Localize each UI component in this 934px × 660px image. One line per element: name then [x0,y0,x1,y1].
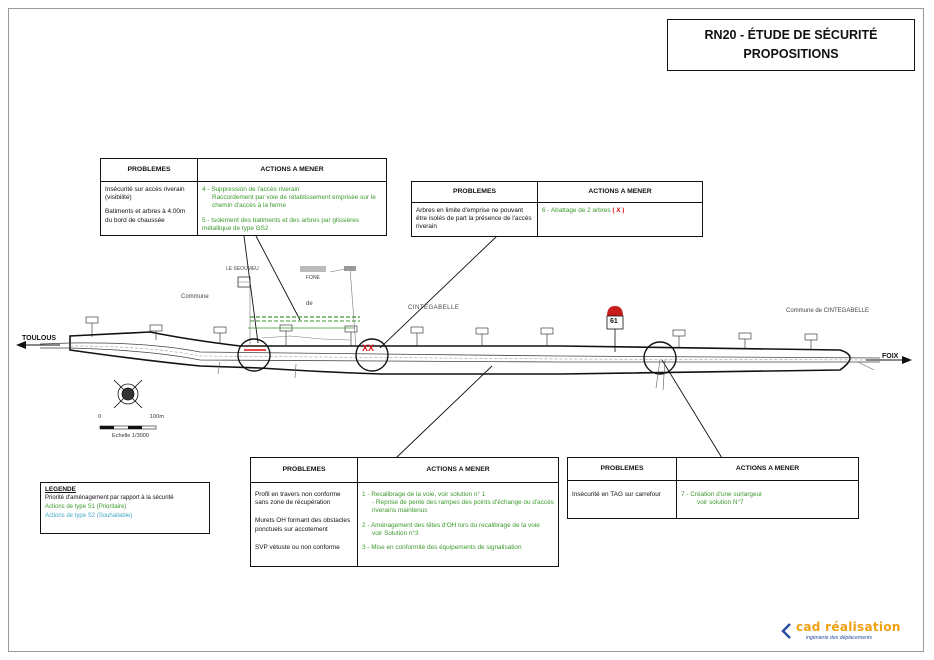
zone-circle-1 [237,338,271,372]
table-3-problem-1: Profil en travers non conforme sans zone… [255,491,341,507]
scale-zero: 0 [98,414,102,420]
table-1-actions-header: ACTIONS A MENER [260,165,324,173]
compass-icon [113,379,143,409]
legend-s1: Actions de type S1 (Prioritaire) [45,504,127,510]
table-3: PROBLEMES ACTIONS A MENER Profil en trav… [250,457,559,567]
zone-circle-2 [355,338,389,372]
company-logo: cad réalisation ingénierie des déplaceme… [776,620,906,644]
place-label-1: LE SEOUMEU [226,266,259,272]
scale-text: Echelle 1/3000 [112,433,150,439]
logo-name: cad réalisation [796,620,901,634]
table-3-action-2-detail: voir Solution n°3 [372,529,419,537]
commune-label: Commune [181,294,209,300]
table-4-problems-header: PROBLEMES [568,458,677,480]
logo-tagline: ingénierie des déplacements [806,635,873,641]
drawing-frame [8,8,924,652]
scale-100: 100m [150,414,164,420]
commune-right-label: Commune de CINTEGABELLE [786,308,870,314]
title-line-2: PROPOSITIONS [743,47,839,61]
table-2-problems-header: PROBLEMES [412,182,538,202]
table-1-action-1: 4 - Suppression de l'accès riverain [202,186,300,193]
table-1-action-1-detail: Raccordement par voie de rétablissement … [212,194,376,210]
table-2: PROBLEMES ACTIONS A MENER Arbres en limi… [411,181,703,237]
road-edge-top [39,342,881,359]
table-4-action-1: 7 - Création d'une surlargeur [681,491,763,498]
legend-title: LEGENDE [45,486,76,493]
leader-line-1 [243,235,259,344]
table-4-action-1-detail: voir solution N°7 [697,499,744,507]
place-label-2: FONE [306,275,320,281]
arrow-right-icon [902,356,912,364]
table-1-action-2: 5 - Isolement des batiments et des arbre… [202,216,359,232]
road-outline [69,331,851,375]
toulouse-label: TOULOUS [22,335,57,342]
legend-priority: Priorité d'aménagement par rapport à la … [45,495,174,501]
table-3-action-3: 3 - Mise en conformité des équipements d… [362,544,522,552]
tree-removal-mark: XX [362,343,374,353]
legend-s2: Actions de type S2 (Souhaitable) [45,513,133,519]
table-2-action-1: 6 - Abattage de 2 arbres [542,207,611,214]
table-4-actions-header: ACTIONS A MENER [735,464,800,472]
title-line-1: RN20 - ÉTUDE DE SÉCURITÉ [704,28,878,42]
logo-chevron-icon [781,623,791,639]
arrow-left-icon [16,341,26,349]
zone-circle-3 [643,341,677,375]
foix-label: FOIX [882,353,899,360]
table-4: PROBLEMES ACTIONS A MENER Insécurité en … [567,457,859,519]
table-2-actions-header: ACTIONS A MENER [588,187,652,195]
table-3-problems-header: PROBLEMES [251,458,358,482]
table-3-action-1-detail: - Reprise de pente des rampes des points… [372,499,554,515]
table-3-action-1: 1 - Recalibrage de la voie, voir solutio… [362,491,486,498]
table-1: PROBLEMES ACTIONS A MENER Insécurité sur… [100,158,387,236]
table-1-problem-2: Batiments et arbres à 4.00m du bord de c… [105,208,186,224]
road-sign-number: 61 [610,318,618,325]
leader-line-3 [395,365,493,459]
leader-line-4 [661,359,723,459]
table-3-problem-2: Murets OH formant des obstacles ponctuel… [255,517,351,533]
commune-de-label: de [306,301,313,307]
table-3-problem-3: SVP vétuste ou non conforme [255,543,340,551]
table-1-problem-1: Insécurité sur accès riverain (visibilit… [105,186,185,202]
table-4-problem-1: Insécurité en TAG sur carrefour [572,491,661,498]
title-block: RN20 - ÉTUDE DE SÉCURITÉ PROPOSITIONS [667,19,915,71]
road-axis [69,345,881,361]
table-2-problem-1: Arbres en limite d'emprise ne pouvant êt… [416,207,532,231]
table-3-actions-header: ACTIONS A MENER [426,465,490,473]
table-2-action-mark: ( X ) [612,207,625,214]
table-1-problems-header: PROBLEMES [101,159,198,181]
road-sign-cap [607,306,623,316]
leader-line-1b [255,235,301,321]
cintegabelle-label: CINTEGABELLE [408,305,460,311]
road-edge-bottom [40,347,880,363]
table-3-action-2: 2 - Aménagement des têtes d'OH lors du r… [362,521,540,529]
scale-bar [99,425,157,430]
leader-line-2 [379,235,498,349]
legend: LEGENDE Priorité d'aménagement par rappo… [40,482,210,534]
